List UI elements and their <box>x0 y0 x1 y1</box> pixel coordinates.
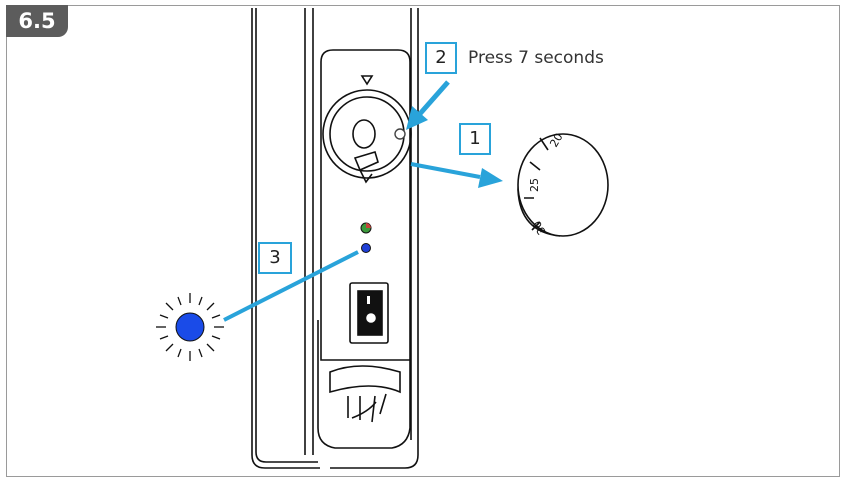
reset-hole <box>394 128 406 140</box>
callout-3: 3 <box>258 242 292 274</box>
callout-1: 1 <box>459 123 491 155</box>
led-blue <box>361 243 371 253</box>
arrow-led-indicator <box>223 250 359 322</box>
power-switch <box>349 282 389 344</box>
blue-light-indicator <box>156 293 224 361</box>
arrow-remove-knob <box>410 162 503 188</box>
knob-number-20: 20 <box>547 131 565 150</box>
arrow-press <box>406 80 450 130</box>
removed-knob <box>517 133 609 237</box>
callout-2: 2 <box>425 42 457 74</box>
press-instruction-label: Press 7 seconds <box>468 48 604 68</box>
knob-number-25: 25 <box>528 178 541 192</box>
status-leds <box>360 222 372 253</box>
step-number-badge: 6.5 <box>6 5 68 37</box>
knob-base <box>322 75 412 184</box>
figure-frame <box>6 5 840 477</box>
heater-body <box>251 8 419 469</box>
control-panel <box>317 49 411 449</box>
knob-number-30: 30 <box>530 218 548 237</box>
